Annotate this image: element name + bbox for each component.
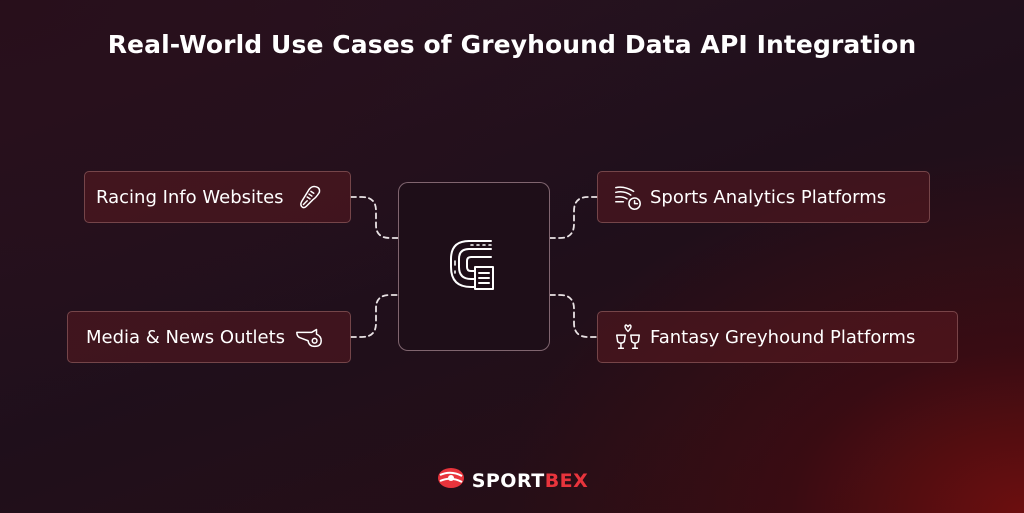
connector-top-right: [549, 196, 598, 239]
footer-brand: SPORTBEX: [0, 466, 1024, 495]
use-case-label: Media & News Outlets: [86, 326, 286, 348]
brand-primary: SPORT: [471, 469, 545, 492]
use-case-label: Racing Info Websites: [96, 186, 284, 208]
use-case-fantasy-greyhound-platforms: Fantasy Greyhound Platforms: [597, 311, 958, 363]
brand-accent: BEX: [544, 469, 589, 492]
connector-bottom-left: [350, 294, 399, 338]
hub-card: [398, 182, 550, 351]
use-case-label: Fantasy Greyhound Platforms: [650, 326, 916, 348]
page-title: Real-World Use Cases of Greyhound Data A…: [107, 30, 917, 59]
connector-top-left: [350, 196, 399, 239]
trophy-cups-icon: [612, 321, 644, 353]
use-case-media-news-outlets: Media & News Outlets: [67, 311, 351, 363]
use-case-racing-info-websites: Racing Info Websites: [84, 171, 351, 223]
running-shoe-icon: [294, 181, 326, 213]
connector-bottom-right: [549, 294, 598, 338]
speed-analytics-icon: [612, 181, 644, 213]
use-case-sports-analytics-platforms: Sports Analytics Platforms: [597, 171, 930, 223]
sportbex-logo-icon: [436, 466, 466, 495]
use-case-label: Sports Analytics Platforms: [650, 186, 887, 208]
race-track-icon: [445, 235, 503, 298]
brand-wordmark: SPORTBEX: [472, 470, 589, 492]
whistle-icon: [293, 321, 325, 353]
